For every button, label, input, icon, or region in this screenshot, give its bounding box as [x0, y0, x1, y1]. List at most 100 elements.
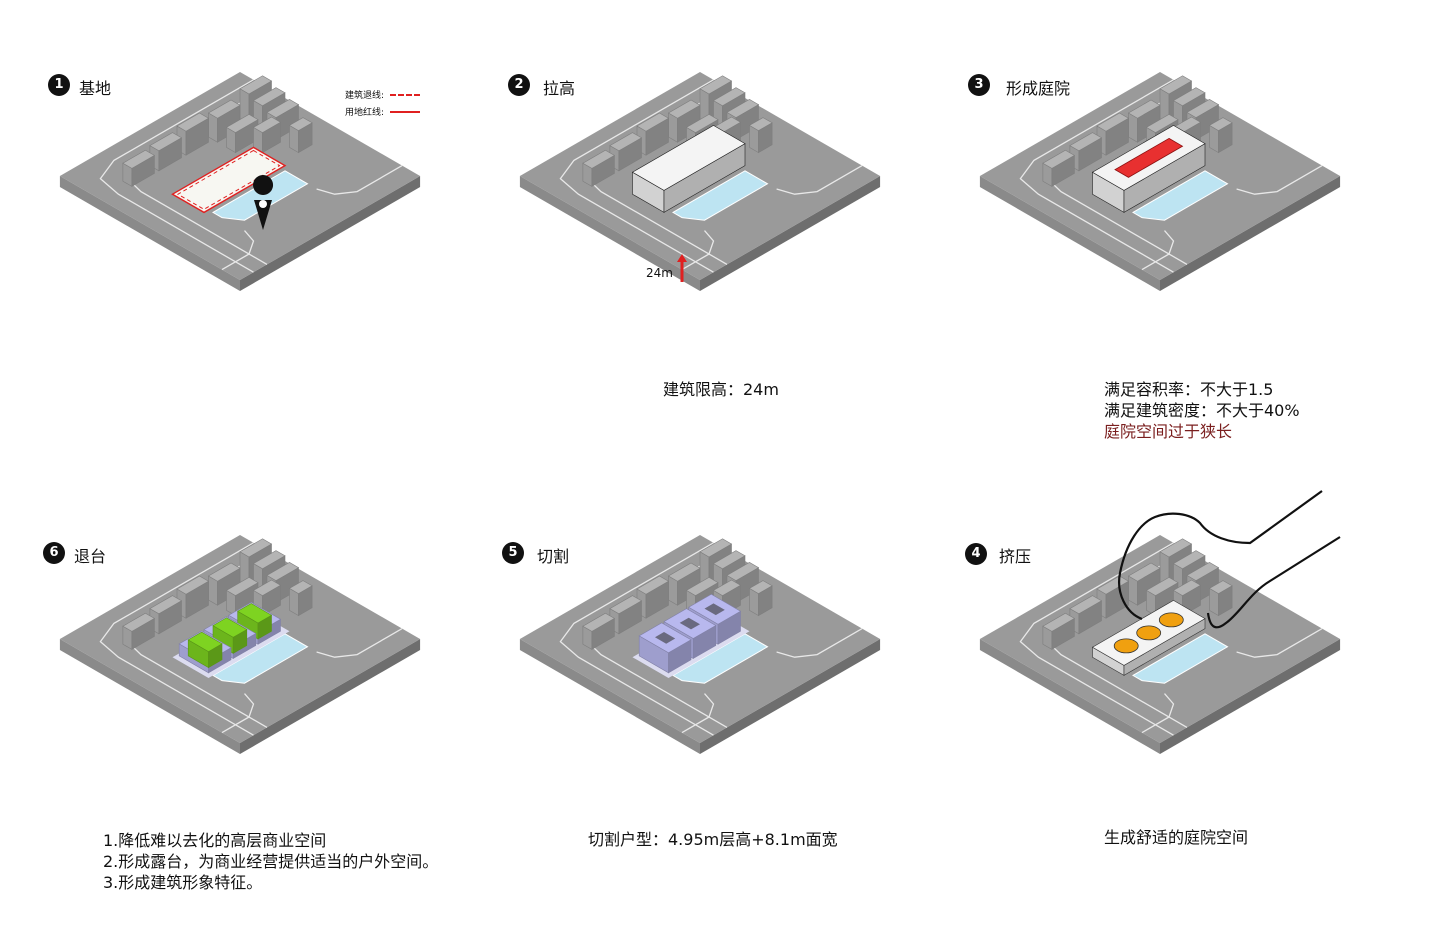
top-face: [748, 117, 773, 131]
caption-line: 2.形成露台，为商业经营提供适当的户外空间。: [103, 852, 439, 871]
location-pin-icon: [253, 175, 274, 230]
top-face: [667, 562, 701, 582]
site-redline: [171, 146, 287, 214]
base-right-edge: [1160, 639, 1341, 754]
squeeze-axonometric: [979, 490, 1341, 754]
top-face: [288, 580, 313, 594]
panel-step-2: 2 拉高 24m 建筑限高：24m: [460, 0, 940, 463]
water-strip: [672, 633, 769, 684]
road-line: [1236, 628, 1323, 658]
road-line: [221, 230, 255, 271]
top-face: [636, 112, 670, 132]
base-right-edge: [700, 176, 881, 291]
top-face: [1042, 612, 1075, 632]
light-well: [679, 617, 700, 630]
building-setback-line: [176, 149, 281, 210]
context-building: [667, 99, 701, 143]
panel-step-6: 6 退台 1.降低难以去化的高层商业空间 2.形成露台，为商业经营提供适当的户外…: [0, 463, 480, 926]
context-building: [1208, 117, 1233, 154]
top-face: [726, 562, 760, 581]
top-face: [609, 132, 643, 152]
site-line-legend: 建筑退线: 用地红线:: [345, 86, 421, 120]
light-well: [655, 632, 676, 644]
top-face: [631, 125, 746, 191]
terrace-axonometric: [59, 535, 421, 754]
base-left-edge: [979, 639, 1160, 754]
road-line: [99, 79, 254, 273]
context-building: [122, 612, 155, 650]
top-face: [1127, 99, 1161, 119]
context-building: [225, 114, 259, 154]
context-buildings: [1042, 75, 1233, 187]
top-face: [699, 538, 733, 558]
step-caption: 1.降低难以去化的高层商业空间 2.形成露台，为商业经营提供适当的户外空间。 3…: [103, 830, 438, 893]
top-face: [712, 550, 746, 570]
step-title: 拉高: [543, 79, 576, 98]
top-face: [1042, 149, 1075, 169]
top-face: [685, 114, 719, 133]
step-number-badge: 1: [48, 74, 70, 96]
dashed-red-line-icon: [390, 93, 421, 96]
pin-head: [253, 175, 274, 195]
water-strip: [1132, 170, 1229, 221]
courtyard-pocket: [1136, 625, 1162, 641]
legend-setback-row: 建筑退线:: [345, 86, 421, 103]
legend-redline-label: 用地红线:: [345, 108, 385, 118]
road-line: [681, 230, 715, 271]
top-face: [237, 603, 273, 624]
top-face: [1127, 562, 1161, 582]
top-face: [1096, 575, 1130, 595]
top-face: [187, 631, 223, 652]
road-line: [559, 542, 714, 736]
top-face: [149, 595, 183, 615]
top-face: [122, 612, 155, 632]
top-face: [667, 99, 701, 119]
step-number-badge: 2: [508, 74, 530, 96]
context-building: [207, 99, 241, 143]
top-face: [225, 114, 259, 133]
context-building: [1127, 99, 1161, 143]
road-line: [316, 165, 403, 195]
road-line: [776, 628, 863, 658]
context-building: [225, 577, 259, 617]
top-face: [212, 617, 248, 638]
top-face: [1172, 579, 1202, 596]
top-face: [1145, 114, 1179, 133]
context-building: [748, 117, 773, 154]
courtyard-void: [1114, 137, 1184, 178]
context-building: [582, 149, 615, 187]
top-face: [207, 99, 241, 119]
base-right-edge: [700, 639, 881, 754]
light-well: [704, 603, 725, 616]
caption-line: 3.形成建筑形象特征。: [103, 873, 263, 892]
panel-step-5: 5 切割 切割户型：4.95m层高+8.1m面宽: [460, 463, 940, 926]
base-left-edge: [979, 176, 1160, 291]
road-line: [221, 693, 255, 734]
context-building: [252, 116, 282, 154]
hand-sketch-icon: [1206, 536, 1341, 629]
top-face: [122, 149, 155, 169]
top-face: [1208, 117, 1233, 131]
road-line: [1141, 230, 1175, 271]
caption-line: 1.降低难以去化的高层商业空间: [103, 831, 327, 850]
solid-red-line-icon: [390, 110, 421, 113]
step-number-badge: 3: [968, 74, 990, 96]
water-strip: [672, 170, 769, 221]
top-face: [1159, 75, 1193, 95]
road-line: [1141, 693, 1175, 734]
water-strip: [1132, 633, 1229, 684]
top-face: [266, 562, 300, 581]
road-line: [1019, 79, 1174, 273]
context-building: [609, 132, 643, 172]
base-left-edge: [59, 176, 241, 291]
context-building: [667, 562, 701, 606]
caption-warning: 庭院空间过于狭长: [1104, 422, 1233, 441]
pin-hole: [259, 200, 267, 208]
site-axonometric: [59, 72, 421, 291]
top-face: [252, 550, 286, 570]
top-face: [748, 580, 773, 594]
road-line: [1019, 542, 1174, 736]
top-face: [1069, 132, 1103, 152]
context-building: [582, 612, 615, 650]
step-title: 切割: [537, 547, 570, 566]
